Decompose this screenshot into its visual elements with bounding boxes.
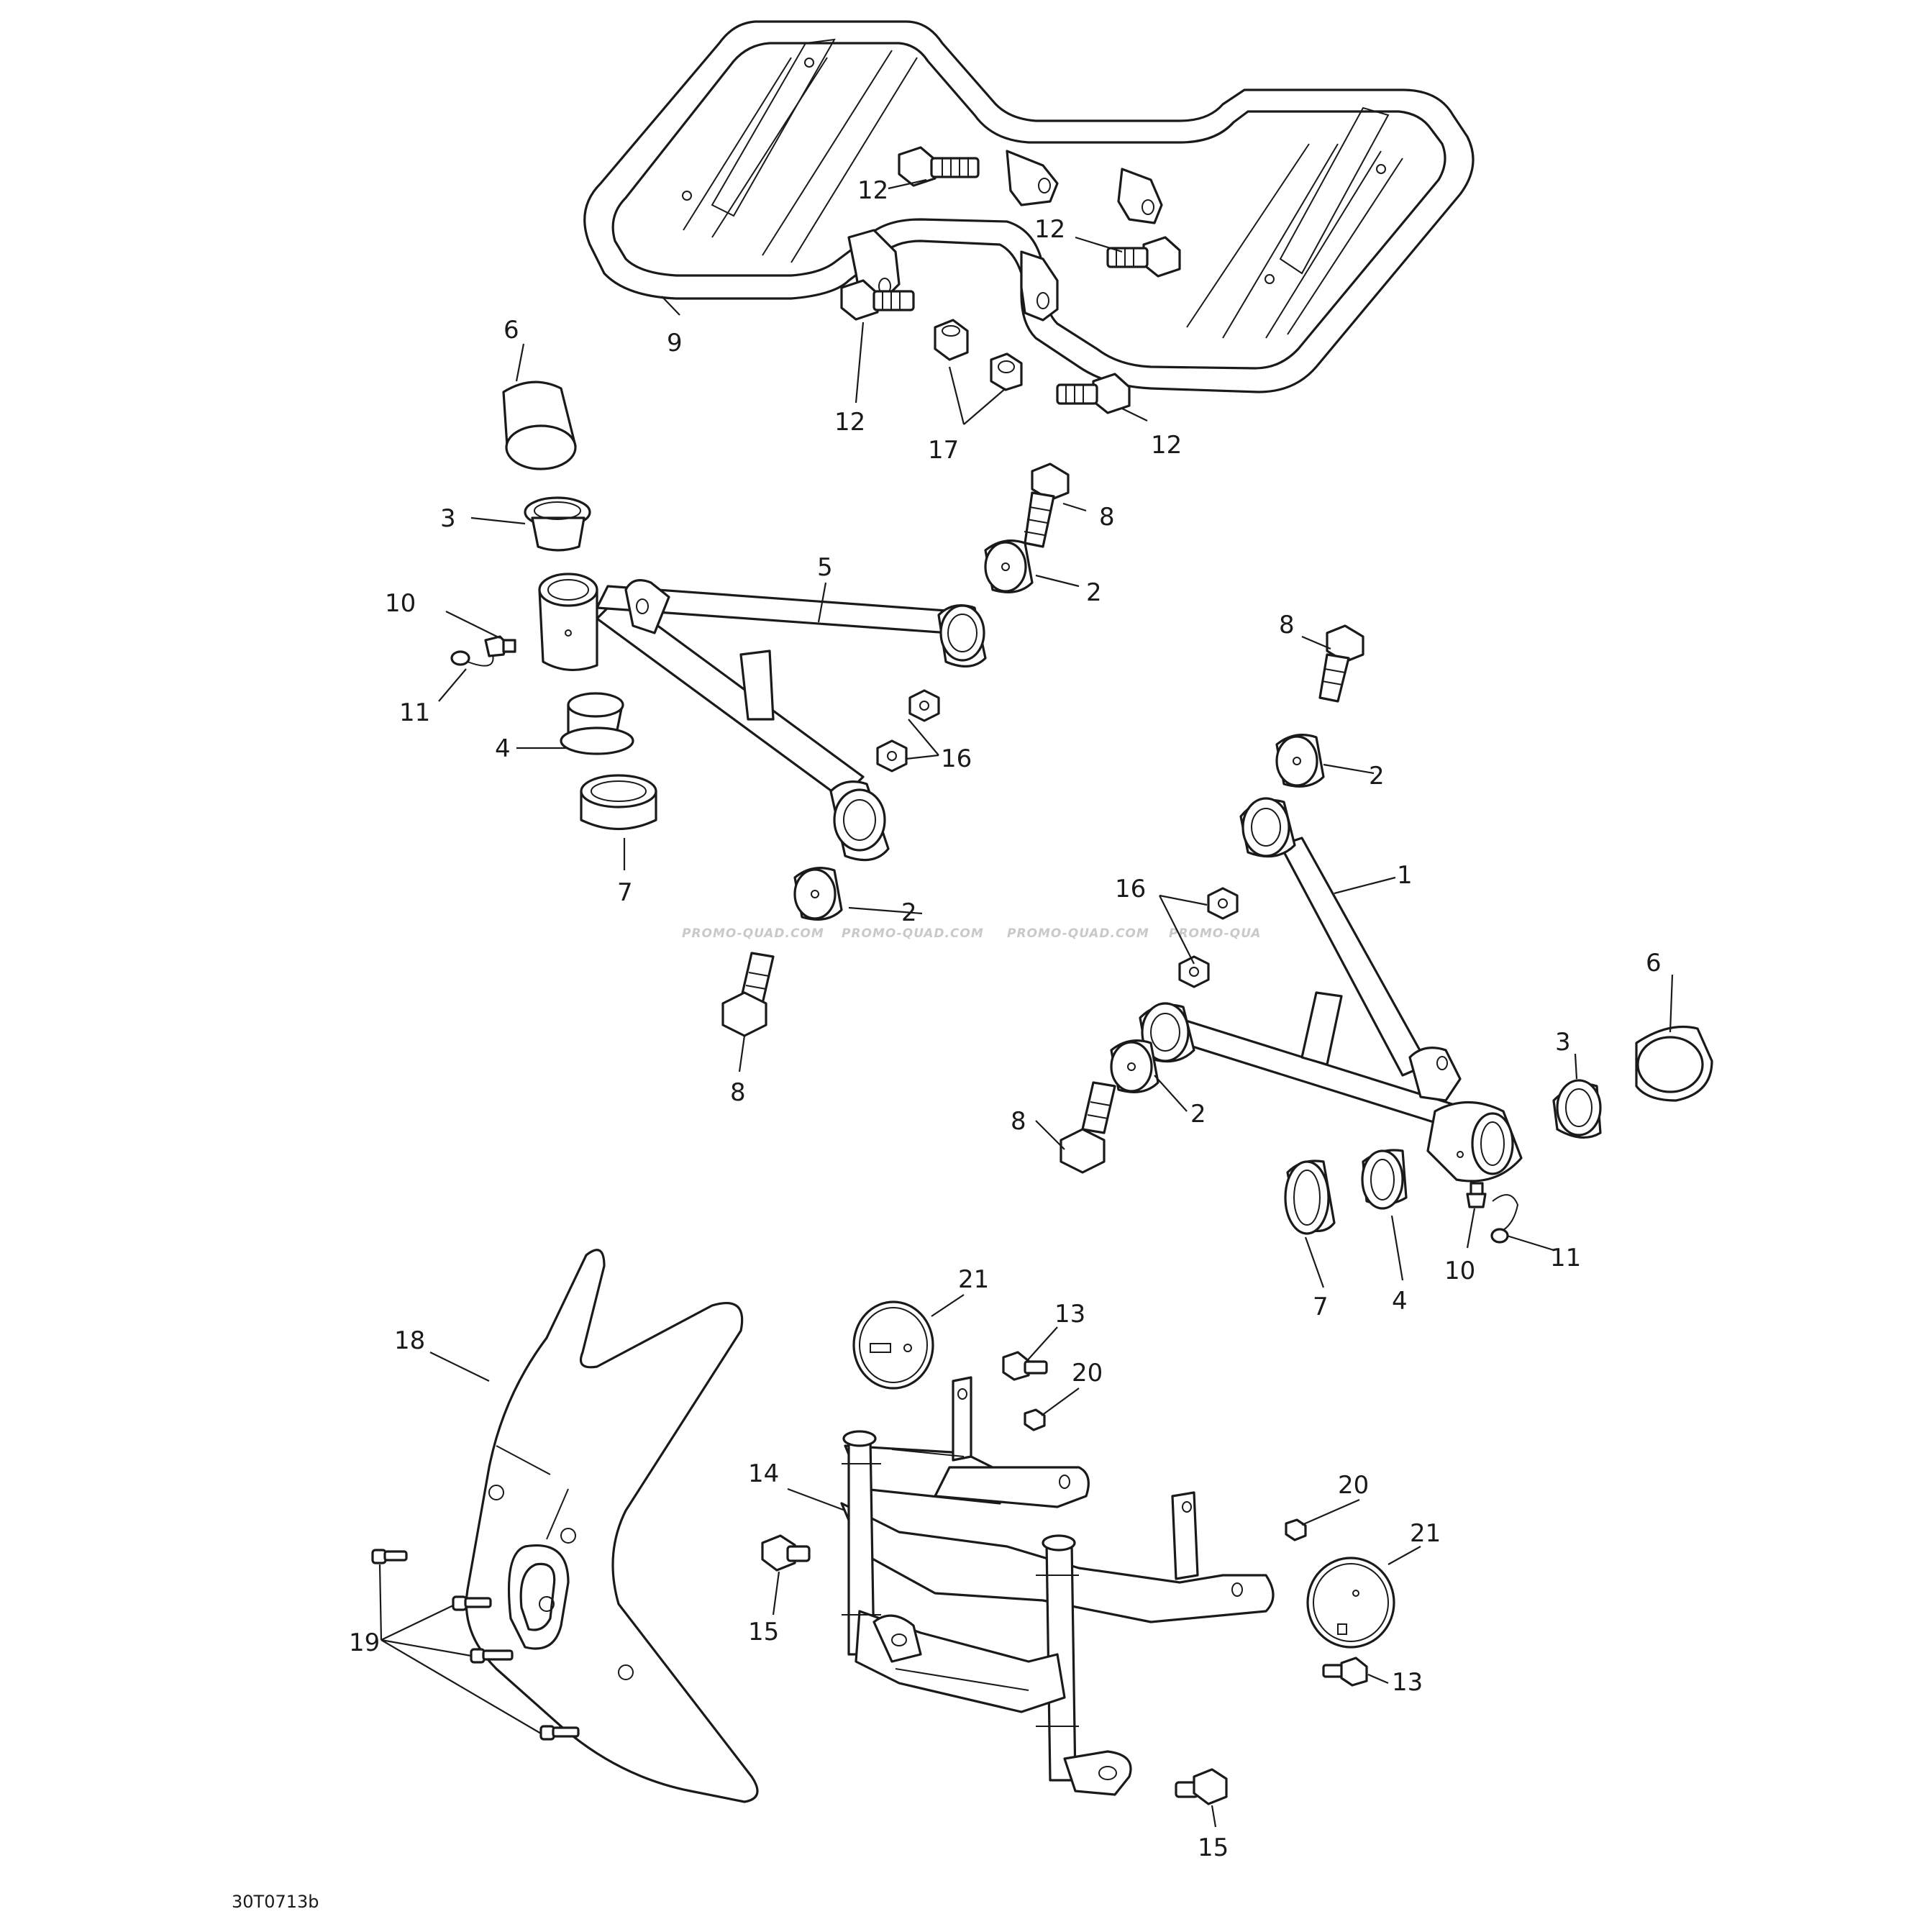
bolt-part-12 xyxy=(1106,236,1181,278)
grease-cap-part-11 xyxy=(450,650,494,667)
grease-fitting-part-10 xyxy=(484,635,516,657)
callout-label: 2 xyxy=(1190,1100,1206,1129)
screw-part-19 xyxy=(452,1595,492,1611)
callout-label: 9 xyxy=(667,329,683,357)
cap-part-6 xyxy=(502,381,577,470)
drawing-code: 30T0713b xyxy=(232,1892,319,1912)
bolt-part-12 xyxy=(1056,373,1131,414)
nut-part-17 xyxy=(990,352,1023,391)
bolt-part-8 xyxy=(1318,624,1364,703)
bolt-part-12 xyxy=(840,279,915,321)
callout-label: 16 xyxy=(941,744,972,773)
nut-part-20 xyxy=(1285,1518,1307,1541)
callout-label: 1 xyxy=(1397,861,1413,890)
leader-lines xyxy=(378,178,1674,1828)
rack-part-9 xyxy=(583,20,1475,393)
screw-part-19 xyxy=(470,1648,514,1664)
plug-part-21 xyxy=(1306,1557,1395,1649)
seal-part-7 xyxy=(580,774,657,830)
callout-label: 18 xyxy=(394,1326,425,1355)
support-frame-part-14 xyxy=(840,1376,1275,1796)
nut-part-16 xyxy=(908,689,940,722)
callout-label: 12 xyxy=(1151,431,1182,460)
watermark-text: PROMO-QUAD.COM xyxy=(842,926,984,941)
callout-label: 12 xyxy=(1034,215,1065,244)
callout-label: 7 xyxy=(617,878,633,907)
watermark: PROMO-QUAD.COM PROMO-QUAD.COM PROMO-QUAD… xyxy=(682,926,1261,941)
callout-label: 8 xyxy=(1099,503,1115,532)
callout-label: 6 xyxy=(503,316,519,345)
bolt-part-13 xyxy=(1322,1657,1368,1687)
callout-label: 19 xyxy=(349,1628,380,1657)
bolt-part-12 xyxy=(898,146,980,187)
callout-label: 11 xyxy=(399,698,430,727)
callout-label: 12 xyxy=(834,408,865,437)
callout-label: 12 xyxy=(857,176,888,205)
watermark-text: PROMO-QUA xyxy=(1169,926,1261,941)
callout-label: 3 xyxy=(1555,1028,1571,1057)
callout-label: 4 xyxy=(1392,1287,1408,1316)
callout-label: 20 xyxy=(1338,1471,1369,1500)
callout-label: 10 xyxy=(1444,1257,1475,1285)
bolt-part-15 xyxy=(761,1534,811,1572)
bolt-part-15 xyxy=(1175,1768,1228,1805)
callout-labels: 12 12 12 12 17 9 6 3 5 8 2 10 11 4 16 7 … xyxy=(349,176,1662,1862)
callout-label: 11 xyxy=(1550,1244,1581,1272)
screw-part-19 xyxy=(371,1549,408,1564)
callout-label: 5 xyxy=(817,553,833,582)
bushing-part-4 xyxy=(560,692,634,755)
callout-label: 17 xyxy=(928,436,959,465)
bushing-part-2 xyxy=(1110,1039,1159,1093)
callout-label: 10 xyxy=(385,589,416,618)
a-arm-part-5 xyxy=(538,573,987,862)
grease-cap-part-11 xyxy=(1490,1194,1519,1244)
watermark-text: PROMO-QUAD.COM xyxy=(1007,926,1149,941)
callout-label: 13 xyxy=(1054,1300,1085,1329)
bushing-part-4 xyxy=(1361,1149,1408,1210)
grease-fitting-part-10 xyxy=(1466,1182,1487,1208)
callout-label: 15 xyxy=(1198,1833,1229,1862)
bushing-part-3 xyxy=(524,496,591,552)
callout-label: 4 xyxy=(495,734,511,763)
callout-label: 2 xyxy=(1086,578,1102,607)
a-arm-part-1 xyxy=(1139,797,1523,1183)
nut-part-16 xyxy=(1178,955,1210,988)
callout-label: 7 xyxy=(1313,1293,1329,1321)
watermark-text: PROMO-QUAD.COM xyxy=(682,926,824,941)
nut-part-16 xyxy=(1207,887,1239,920)
callout-label: 8 xyxy=(1011,1107,1026,1136)
bushing-part-3 xyxy=(1552,1079,1602,1139)
plug-part-21 xyxy=(852,1300,934,1390)
bolt-part-8 xyxy=(721,952,775,1037)
callout-label: 6 xyxy=(1646,949,1662,978)
callout-label: 8 xyxy=(730,1078,746,1107)
bolt-part-8 xyxy=(1060,1081,1116,1174)
nut-part-16 xyxy=(876,739,908,773)
nut-part-17 xyxy=(934,319,969,361)
bolt-part-8 xyxy=(1024,463,1070,548)
callout-label: 13 xyxy=(1392,1668,1423,1697)
callout-label: 3 xyxy=(440,504,456,533)
bushing-part-2 xyxy=(984,539,1034,593)
callout-label: 2 xyxy=(1369,762,1385,790)
callout-label: 8 xyxy=(1279,611,1295,639)
callout-label: 21 xyxy=(958,1265,989,1294)
seal-part-7 xyxy=(1284,1159,1336,1235)
nut-part-20 xyxy=(1024,1408,1046,1431)
callout-label: 21 xyxy=(1410,1519,1441,1548)
screw-part-19 xyxy=(539,1725,580,1741)
bushing-part-2 xyxy=(1275,734,1325,788)
callout-label: 14 xyxy=(748,1459,779,1488)
bolt-part-13 xyxy=(1002,1351,1048,1381)
callout-label: 20 xyxy=(1072,1359,1103,1388)
bushing-part-2 xyxy=(793,867,843,921)
callout-label: 15 xyxy=(748,1618,779,1646)
callout-label: 2 xyxy=(901,898,917,927)
skid-plate-part-18 xyxy=(465,1249,759,1803)
callout-label: 16 xyxy=(1115,875,1146,903)
cap-part-6 xyxy=(1635,1026,1713,1102)
